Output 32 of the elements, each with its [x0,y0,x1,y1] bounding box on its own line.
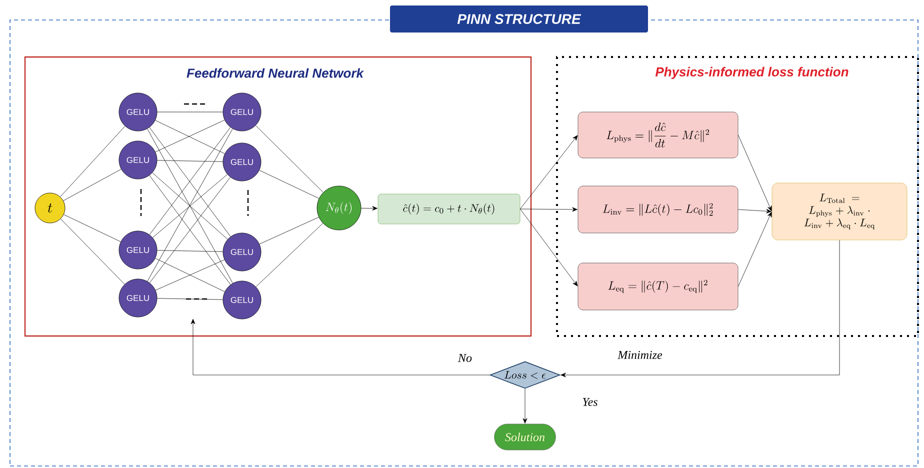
edge-label: No [457,353,473,363]
arrow [522,388,528,424]
loss-term-box: $L_{\mathrm{phys}} = \| \dfrac{d\hat{c}}{dt} - M\hat{c}\|^2$ [578,112,738,158]
arrow [560,240,840,378]
connector-line [256,223,324,287]
input-node: $t$ [34,192,66,224]
edge-label: Minimize [616,350,664,360]
terminal-pill: Solution [494,424,556,450]
formula-box: $\hat{c}(t) = c_0 + t \cdot N_{\theta}(t)$ [378,194,520,224]
connector-line [157,298,223,300]
edge-label: Yes [581,397,599,407]
connector-line [60,126,126,197]
loss-term-box: $L_{\mathrm{eq}} = \| \hat{c}(T) - c_{\mathrm{eq}}\|^2$ [578,262,738,310]
output-node: $N_{\theta}(t)$ [316,186,362,230]
connector-line [255,125,324,193]
connector-line [60,218,125,284]
total-loss-box: $L_{\mathrm{Total}} = L_{\mathrm{phys}} + \lambda_{\mathrm{inv}} \cdot L_{\mathrm{inv}} + \lambda_{\mathrm{eq}} \cdot L_{\mathrm{eq}}$ [772,182,908,240]
loss-term-box: $L_{\mathrm{inv}} = \| L\hat{c}(t) - Lc_0\|_2^2$ [578,186,738,234]
connector-line [157,160,223,162]
connector-line [259,216,319,244]
arrow [738,212,772,287]
arrow [520,207,578,212]
connector-line [259,170,320,199]
arrow [738,208,772,214]
arrow [361,206,378,211]
arrow [520,208,578,286]
connector-line [157,250,223,252]
connector-line [63,169,122,201]
arrow [738,134,772,212]
connector-line [64,214,121,242]
arrow [190,318,490,376]
arrow [520,135,578,210]
